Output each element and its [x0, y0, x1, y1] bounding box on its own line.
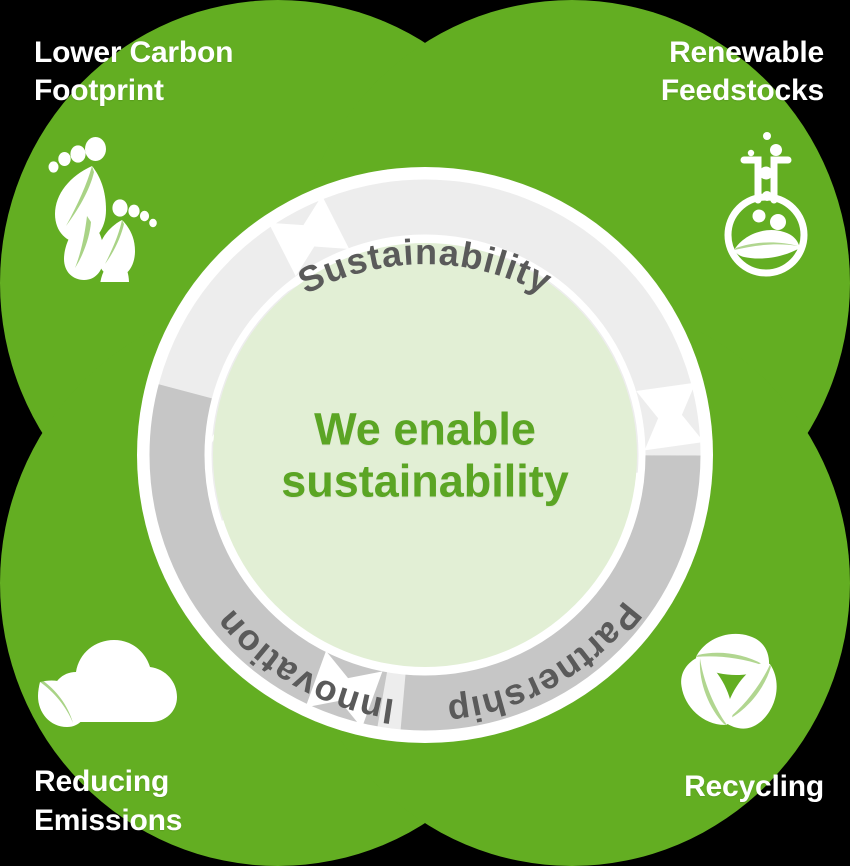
quadrant-renewable-feedstocks: Renewable Feedstocks: [661, 34, 824, 111]
quadrant-reducing-emissions: Reducing Emissions: [34, 763, 182, 840]
quadrant-title-lower-carbon-footprint: Lower Carbon Footprint: [34, 36, 234, 108]
sustainability-cycle-ring: Sustainability Partnership Innovation We…: [137, 167, 713, 743]
cloud-leaf-icon: [32, 630, 182, 740]
quadrant-lower-carbon-footprint: Lower Carbon Footprint: [34, 34, 233, 111]
ring-outer-hairline: [142, 172, 708, 738]
ring-inner-disc: [213, 243, 637, 667]
ring-inner-hairline: [204, 234, 646, 676]
recycling-leaves-icon: [670, 621, 792, 748]
quadrant-title-recycling: Recycling: [684, 769, 824, 803]
ring-arrow-separators: [268, 195, 704, 728]
footprints-leaf-icon: [40, 132, 160, 302]
center-headline: We enable sustainability: [281, 403, 569, 506]
quadrant-title-renewable-feedstocks: Renewable Feedstocks: [660, 36, 824, 108]
quadrant-recycling: Recycling: [684, 768, 824, 806]
quadrant-title-reducing-emissions: Reducing Emissions: [34, 765, 183, 837]
flask-leaf-icon: [710, 128, 822, 283]
ring-band: [147, 177, 703, 733]
